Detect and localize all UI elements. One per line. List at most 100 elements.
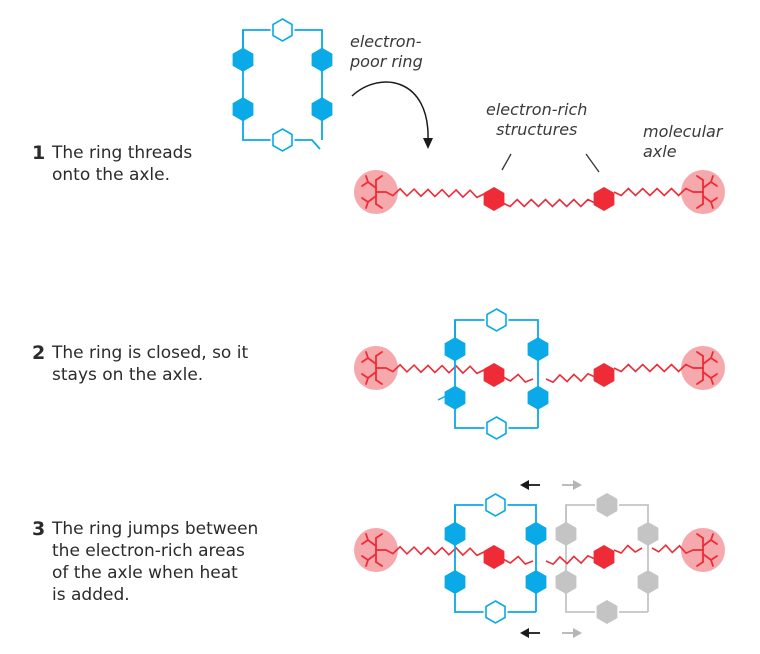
leader-line	[501, 153, 512, 171]
ring-hex-bottom	[596, 600, 618, 624]
stopper-branch	[702, 195, 718, 209]
electron-poor-ring	[232, 18, 333, 152]
axle-chain	[502, 198, 596, 208]
arrow-right-bottom	[562, 628, 582, 638]
stopper-icon	[354, 528, 398, 572]
ring-hex-filled	[527, 337, 549, 362]
stopper-icon	[354, 346, 398, 390]
step-text: The ring is closed, so it stays on the a…	[52, 343, 249, 385]
electron-rich-hex	[483, 187, 505, 211]
stopper-branch	[361, 553, 377, 567]
ring-hex-filled	[232, 97, 254, 122]
shuttling-ring	[444, 493, 547, 624]
step-number: 1	[32, 142, 46, 164]
ring-frame	[242, 29, 323, 140]
stopper-icon	[681, 346, 725, 390]
ring-hex-filled	[444, 337, 466, 362]
panel-3	[354, 493, 725, 624]
stopper-branch	[702, 553, 718, 567]
stopper-branch	[375, 533, 383, 539]
stopper-branch	[696, 561, 704, 567]
stopper-branch	[361, 175, 377, 189]
stopper-branch	[696, 175, 704, 181]
stopper-branch	[361, 351, 377, 365]
stopper-branch	[375, 351, 383, 357]
stopper-branch	[702, 351, 718, 365]
electron-rich-hex	[593, 363, 615, 387]
electron-rich-hex	[593, 187, 615, 211]
stopper-branch	[696, 379, 704, 385]
step-number: 2	[32, 342, 46, 364]
ring-hex-open	[272, 18, 293, 42]
label-molecular-axle: molecular axle	[643, 122, 723, 161]
axle-chain	[651, 544, 694, 555]
ring-hex-open	[486, 416, 507, 440]
stopper-branch	[702, 533, 718, 547]
ring-hex-filled	[444, 570, 466, 594]
arrow-head	[520, 480, 529, 490]
axle-chain	[545, 372, 596, 384]
ring-hex-top	[596, 493, 618, 517]
ring-hex-filled	[527, 385, 549, 410]
arrow-head	[520, 628, 529, 638]
label-electron-rich-structures: electron-rich structures	[486, 100, 588, 139]
stopper-branch	[696, 351, 704, 357]
thread-arrowhead-icon	[423, 138, 433, 149]
ghost-ring	[555, 493, 659, 624]
ring-hex-open	[272, 128, 293, 152]
molecular-axle	[354, 528, 725, 572]
axle-chain	[502, 555, 534, 565]
stopper-branch	[702, 371, 718, 385]
ring-hex-filled	[311, 97, 333, 122]
stopper-branch	[696, 533, 704, 539]
axle-chain	[613, 544, 643, 554]
arrow-head	[573, 480, 582, 490]
ring-hex-filled	[525, 521, 547, 546]
molecular-axle	[354, 170, 725, 214]
electron-rich-hex	[593, 545, 615, 569]
axle-chain	[613, 363, 694, 373]
arrow-head	[573, 628, 582, 638]
ring-tick	[437, 395, 447, 401]
ring-hex-filled	[525, 570, 547, 594]
stopper-branch	[375, 379, 383, 385]
ring-hex-filled	[637, 521, 659, 546]
label-electron-poor-ring: electron- poor ring	[350, 32, 423, 71]
stopper-branch	[361, 371, 377, 385]
closed-ring	[444, 308, 549, 440]
panel-1	[232, 18, 725, 214]
ring-hex-filled	[555, 570, 577, 594]
ring-hex-filled	[637, 570, 659, 594]
electron-rich-hex	[483, 545, 505, 569]
axle-chain	[545, 554, 596, 566]
arrow-left-top	[520, 480, 540, 490]
axle-chain	[502, 373, 534, 383]
ring-hex-filled	[555, 521, 577, 546]
stopper-branch	[375, 561, 383, 567]
arrow-right-top	[562, 480, 582, 490]
step-number: 3	[32, 518, 46, 540]
stopper-icon	[354, 170, 398, 214]
panel-2	[354, 308, 725, 440]
molecular-axle	[354, 346, 725, 390]
ring-hex-filled	[444, 521, 466, 546]
stopper-branch	[702, 175, 718, 189]
ring-hex-open	[485, 600, 506, 624]
ring-hex-filled	[232, 47, 254, 72]
stopper-branch	[361, 195, 377, 209]
ring-hex-open	[485, 493, 506, 517]
stopper-branch	[361, 533, 377, 547]
ring-hex-open	[486, 308, 507, 332]
electron-rich-hex	[483, 363, 505, 387]
axle-chain	[613, 187, 694, 197]
ring-hex-filled	[444, 385, 466, 410]
stopper-icon	[681, 528, 725, 572]
leader-line	[585, 153, 600, 173]
stopper-icon	[681, 170, 725, 214]
stopper-branch	[375, 203, 383, 209]
arrow-left-bottom	[520, 628, 540, 638]
step-text: The ring threads onto the axle.	[52, 143, 193, 185]
thread-arrow	[351, 81, 429, 141]
step-text: The ring jumps between the electron-rich…	[52, 519, 259, 605]
